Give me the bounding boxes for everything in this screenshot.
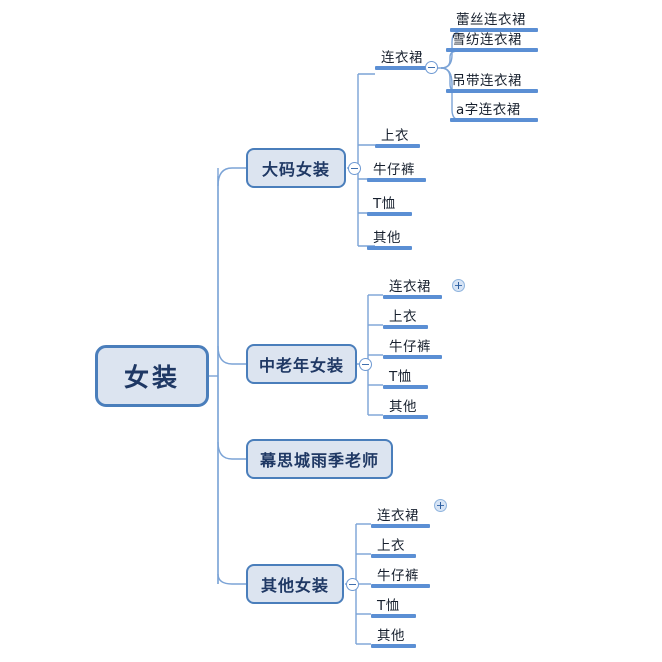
collapse-icon-zhonglaonian[interactable] xyxy=(359,358,372,371)
leaf-underline xyxy=(383,325,428,329)
leaf-label: 吊带连衣裙 xyxy=(452,73,522,89)
leaf-underline xyxy=(371,554,416,558)
branch-node-musicheng[interactable]: 幕思城雨季老师 xyxy=(246,439,393,479)
leaf-node-niuzaiku-zhonglaonian[interactable]: 牛仔裤 xyxy=(383,337,442,359)
leaf-label: 上衣 xyxy=(381,128,409,144)
leaf-label: 其他 xyxy=(377,628,405,644)
branch-node-label: 大码女装 xyxy=(261,160,330,179)
root-node[interactable]: 女装 xyxy=(95,345,209,407)
branch-node-daima[interactable]: 大码女装 xyxy=(246,148,346,188)
leaf-label: T恤 xyxy=(389,369,412,385)
leaf-node-niuzaiku-daima[interactable]: 牛仔裤 xyxy=(367,160,426,182)
expand-icon-lianyiqun-qita[interactable] xyxy=(434,499,447,512)
leaf-underline xyxy=(367,246,412,250)
leaf-label: 雪纺连衣裙 xyxy=(452,32,522,48)
leaf-underline xyxy=(371,584,430,588)
branch-node-label: 其他女装 xyxy=(260,576,329,595)
branch-node-label: 幕思城雨季老师 xyxy=(259,451,379,470)
leaf-underline xyxy=(371,524,430,528)
leaf-underline xyxy=(383,355,442,359)
leaf-underline xyxy=(375,144,420,148)
leaf-label: 其他 xyxy=(373,230,401,246)
leaf-label: T恤 xyxy=(373,196,396,212)
collapse-icon-lianyiqun-daima[interactable] xyxy=(425,61,438,74)
leaf-node-tshirt-qita[interactable]: T恤 xyxy=(371,596,416,618)
leaf-label: 连衣裙 xyxy=(377,508,419,524)
leaf-node-azi[interactable]: a字连衣裙 xyxy=(450,100,538,122)
leaf-node-leisi[interactable]: 蕾丝连衣裙 xyxy=(450,10,538,32)
leaf-node-lianyiqun-qita[interactable]: 连衣裙 xyxy=(371,506,430,528)
leaf-underline xyxy=(367,212,412,216)
leaf-underline xyxy=(375,66,434,70)
leaf-underline xyxy=(450,118,538,122)
leaf-label: 蕾丝连衣裙 xyxy=(456,12,526,28)
leaf-label: 连衣裙 xyxy=(381,50,423,66)
expand-icon-lianyiqun-zhonglaonian[interactable] xyxy=(452,279,465,292)
leaf-node-qita-daima[interactable]: 其他 xyxy=(367,228,412,250)
leaf-label: 连衣裙 xyxy=(389,279,431,295)
leaf-node-shangyi-qita[interactable]: 上衣 xyxy=(371,536,416,558)
branch-node-qita[interactable]: 其他女装 xyxy=(246,564,344,604)
leaf-node-diaodai[interactable]: 吊带连衣裙 xyxy=(446,71,538,93)
leaf-underline xyxy=(450,28,538,32)
leaf-node-lianyiqun-daima[interactable]: 连衣裙 xyxy=(375,48,434,70)
leaf-label: 牛仔裤 xyxy=(373,162,415,178)
leaf-label: 牛仔裤 xyxy=(389,339,431,355)
leaf-underline xyxy=(383,415,428,419)
leaf-underline xyxy=(446,48,538,52)
branch-node-zhonglaonian[interactable]: 中老年女装 xyxy=(246,344,357,384)
leaf-node-qita-zhonglaonian[interactable]: 其他 xyxy=(383,397,428,419)
leaf-node-shangyi-zhonglaonian[interactable]: 上衣 xyxy=(383,307,428,329)
leaf-label: 其他 xyxy=(389,399,417,415)
leaf-node-qita-qita[interactable]: 其他 xyxy=(371,626,416,648)
leaf-underline xyxy=(383,295,442,299)
collapse-icon-daima[interactable] xyxy=(348,162,361,175)
leaf-underline xyxy=(367,178,426,182)
leaf-label: 上衣 xyxy=(377,538,405,554)
leaf-label: a字连衣裙 xyxy=(456,102,521,118)
leaf-underline xyxy=(371,644,416,648)
leaf-underline xyxy=(371,614,416,618)
leaf-label: T恤 xyxy=(377,598,400,614)
leaf-node-shangyi-daima[interactable]: 上衣 xyxy=(375,126,420,148)
leaf-underline xyxy=(446,89,538,93)
branch-node-label: 中老年女装 xyxy=(258,356,344,375)
collapse-icon-qita[interactable] xyxy=(346,578,359,591)
leaf-label: 牛仔裤 xyxy=(377,568,419,584)
leaf-underline xyxy=(383,385,428,389)
leaf-label: 上衣 xyxy=(389,309,417,325)
leaf-node-lianyiqun-zhonglaonian[interactable]: 连衣裙 xyxy=(383,277,442,299)
leaf-node-xuefang[interactable]: 雪纺连衣裙 xyxy=(446,30,538,52)
leaf-node-niuzaiku-qita[interactable]: 牛仔裤 xyxy=(371,566,430,588)
leaf-node-tshirt-daima[interactable]: T恤 xyxy=(367,194,412,216)
leaf-node-tshirt-zhonglaonian[interactable]: T恤 xyxy=(383,367,428,389)
root-node-label: 女装 xyxy=(123,363,180,392)
